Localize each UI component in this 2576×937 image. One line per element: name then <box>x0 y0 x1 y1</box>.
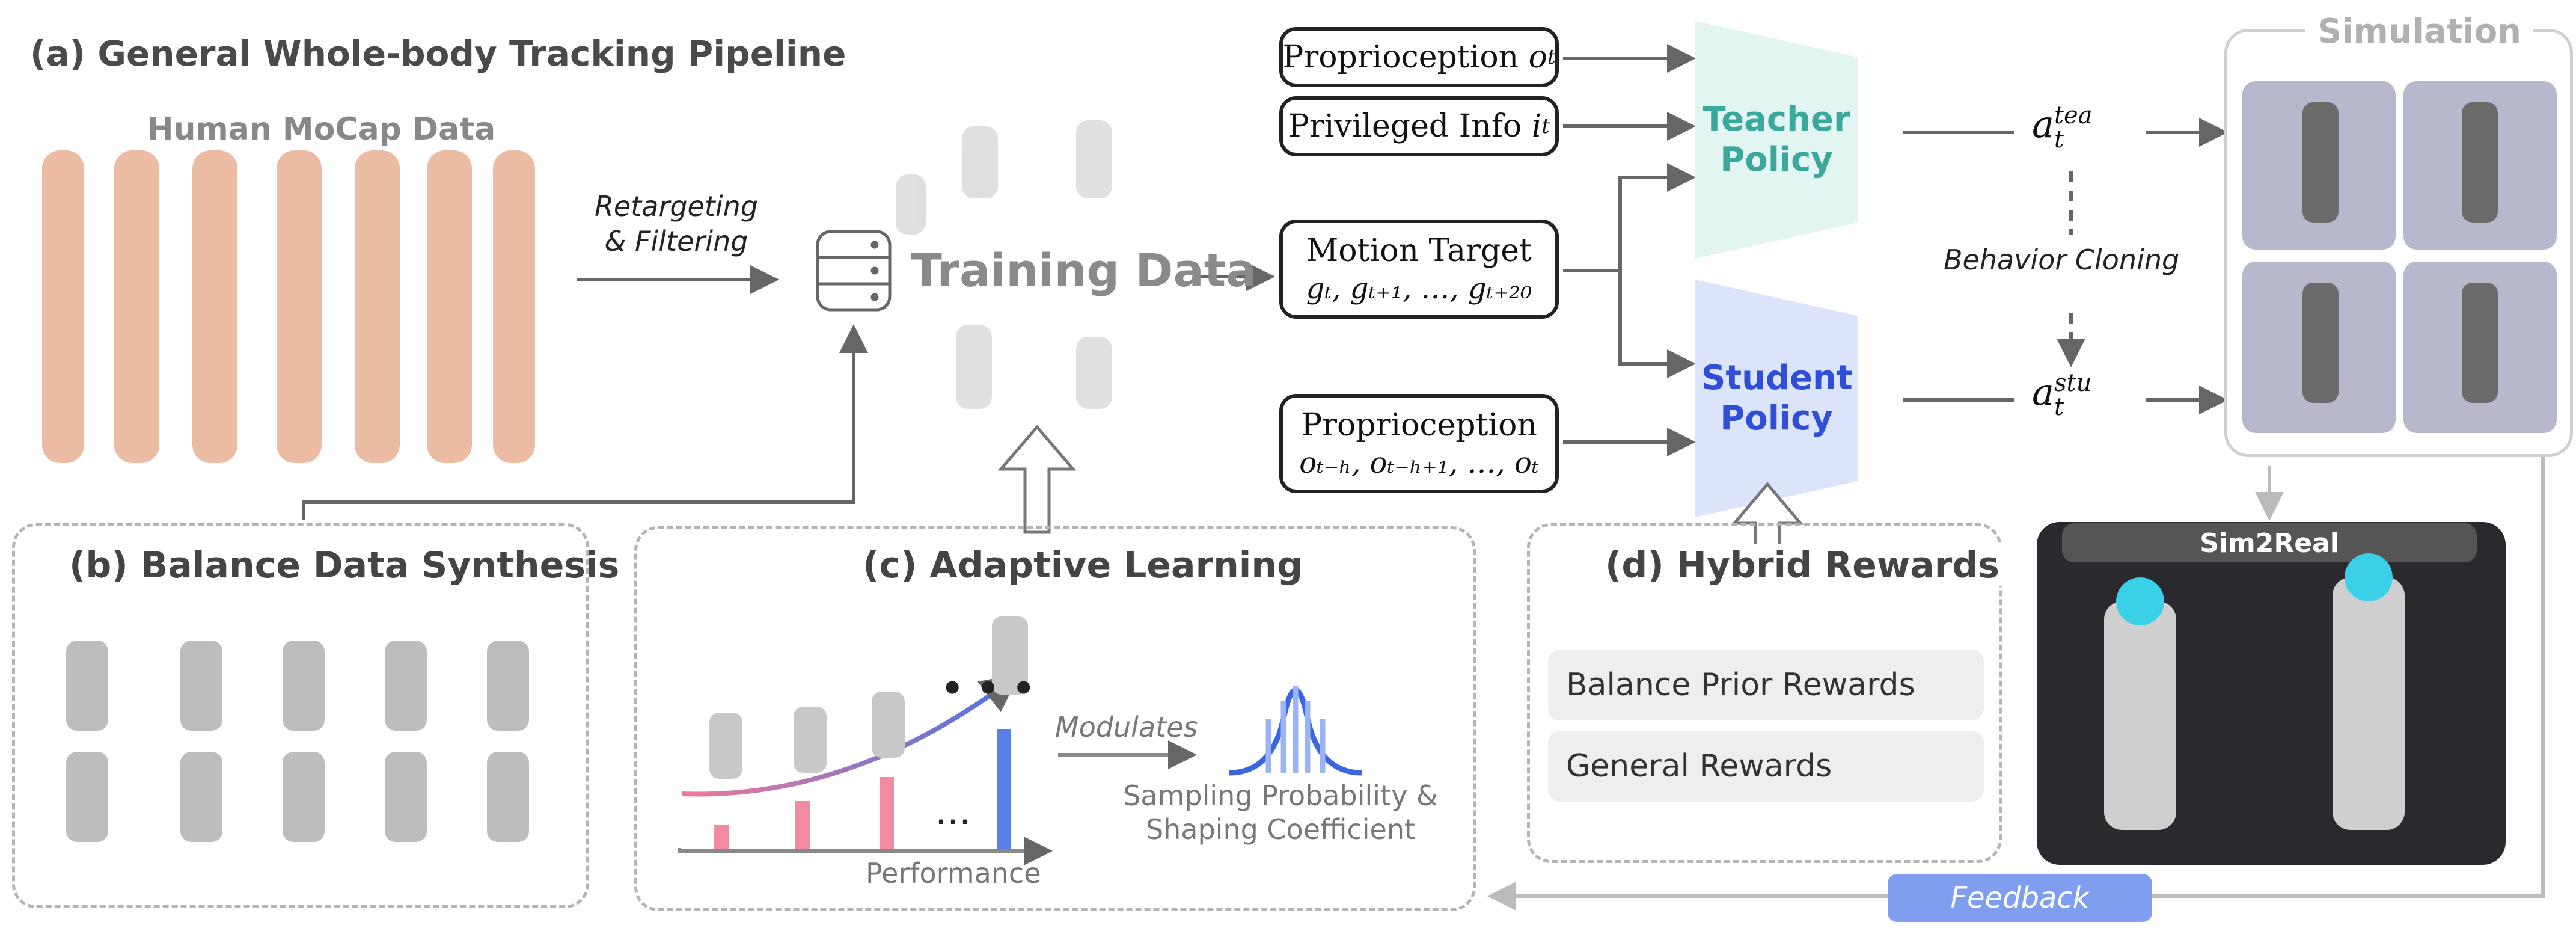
reward1-label: Balance Prior Rewards <box>1566 667 1915 703</box>
balance-to-db-arrow <box>302 324 868 520</box>
training-data-label: Training Data <box>911 244 1257 297</box>
action-student-base: a <box>2032 370 2054 414</box>
proprio-teacher-label: Proprioception <box>1282 38 1519 75</box>
adaptive-up-arrow <box>997 425 1077 534</box>
simulation-label: Simulation <box>2305 12 2534 51</box>
privileged-sub: t <box>1541 114 1550 138</box>
modulates-label: Modulates <box>1055 711 1198 743</box>
proprioception-student-box: Proprioception oₜ₋ₕ, oₜ₋ₕ₊₁, …, oₜ <box>1279 394 1559 493</box>
section-d-frame <box>1527 523 2002 863</box>
mocap-figures <box>42 150 535 463</box>
section-b-frame <box>12 523 589 908</box>
retarget-label: Retargeting & Filtering <box>592 189 760 259</box>
real-robots <box>2104 577 2405 830</box>
training-robots <box>896 120 1112 409</box>
simulation-frame <box>2224 29 2573 457</box>
performance-bars <box>714 729 1011 849</box>
sampling-line1: Sampling Probability & <box>1123 779 1438 812</box>
teacher-line2: Policy <box>1720 140 1833 180</box>
student-policy-shape <box>1695 280 1858 517</box>
proprio-teacher-sym: o <box>1528 38 1547 75</box>
teacher-policy-shape <box>1695 21 1858 259</box>
bars-ellipsis: … <box>935 791 971 833</box>
gaussian-icon <box>1229 686 1362 776</box>
motion-target-box: Motion Target gₜ, gₜ₊₁, …, gₜ₊₂₀ <box>1279 220 1559 319</box>
teacher-policy-label: Teacher Policy <box>1701 99 1852 180</box>
performance-curve <box>682 674 1020 797</box>
adaptive-robots <box>709 616 1028 779</box>
privileged-sym: i <box>1531 108 1542 144</box>
action-teacher-base: a <box>2032 102 2054 146</box>
performance-label: Performance <box>866 857 1041 889</box>
performance-bar-2 <box>795 801 810 849</box>
retarget-line2: & Filtering <box>604 224 748 257</box>
proprio-student-label: Proprioception <box>1301 407 1537 443</box>
behavior-cloning-label: Behavior Cloning <box>1939 244 2185 276</box>
robot-head-left <box>2116 577 2164 625</box>
general-rewards: General Rewards <box>1548 731 1984 802</box>
teacher-line1: Teacher <box>1703 100 1850 139</box>
section-c-title: (c) Adaptive Learning <box>857 544 1309 586</box>
robots-ellipsis: • • • <box>941 668 1035 710</box>
sampling-line2: Shaping Coefficient <box>1145 813 1416 846</box>
simulation-robots <box>2302 102 2498 403</box>
section-c-frame <box>634 526 1476 911</box>
retarget-line1: Retargeting <box>594 190 759 223</box>
performance-bar-n <box>997 729 1011 849</box>
proprio-student-seq: oₜ₋ₕ, oₜ₋ₕ₊₁, …, oₜ <box>1299 446 1539 480</box>
reward2-label: General Rewards <box>1566 748 1832 784</box>
action-teacher-sub: t <box>2054 125 2064 153</box>
action-student-sub: t <box>2054 393 2064 421</box>
balance-prior-rewards: Balance Prior Rewards <box>1548 650 1984 720</box>
student-line1: Student <box>1701 358 1853 398</box>
robot-head-right <box>2345 553 2393 601</box>
motion-target-label: Motion Target <box>1306 233 1532 269</box>
mocap-label: Human MoCap Data <box>147 111 496 147</box>
student-line2: Policy <box>1720 399 1833 438</box>
action-student-sup: stu <box>2054 369 2092 397</box>
feedback-loop <box>1487 457 2545 911</box>
sampling-label: Sampling Probability & Shaping Coefficie… <box>1112 779 1449 846</box>
performance-bar-3 <box>880 777 894 849</box>
action-teacher-sup: tea <box>2054 101 2093 129</box>
proprio-teacher-sub: t <box>1547 45 1556 69</box>
student-policy-label: Student Policy <box>1701 358 1853 438</box>
feedback-badge: Feedback <box>1888 874 2152 922</box>
section-d-title: (d) Hybrid Rewards <box>1599 544 2006 586</box>
motion-target-seq: gₜ, gₜ₊₁, …, gₜ₊₂₀ <box>1306 272 1532 306</box>
section-a-title: (a) General Whole-body Tracking Pipeline <box>30 33 846 74</box>
balance-robots <box>66 641 529 842</box>
performance-bar-1 <box>714 825 729 849</box>
sim2real-label: Sim2Real <box>2200 528 2339 559</box>
privileged-label: Privileged Info <box>1288 108 1522 144</box>
database-icon <box>816 230 892 312</box>
section-b-title: (b) Balance Data Synthesis <box>69 544 620 586</box>
